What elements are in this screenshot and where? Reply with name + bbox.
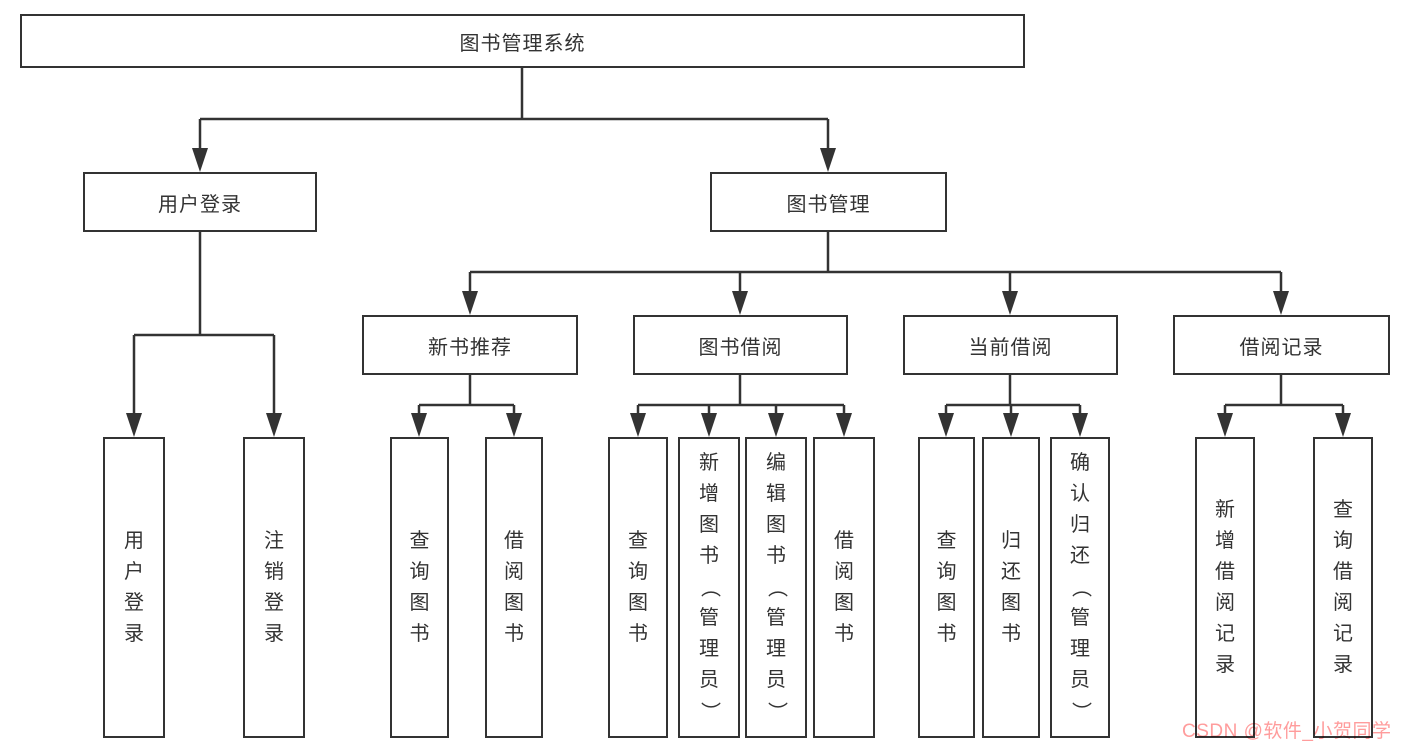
leaf-query-borrow-record-label: 查询借阅记录 (1333, 498, 1353, 676)
leaf-recommend-borrow-books-label: 借阅图书 (504, 529, 524, 645)
leaf-recommend-borrow-books: 借阅图书 (485, 437, 543, 738)
leaf-current-query-books: 查询图书 (918, 437, 975, 738)
node-current-borrowing-label: 当前借阅 (968, 336, 1053, 359)
leaf-user-login: 用户登录 (103, 437, 165, 738)
node-borrowing-records: 借阅记录 (1173, 315, 1390, 375)
leaf-recommend-query-books: 查询图书 (390, 437, 449, 738)
node-book-borrowing-label: 图书借阅 (698, 336, 783, 359)
leaf-recommend-query-books-label: 查询图书 (409, 529, 430, 645)
leaf-borrow-books: 借阅图书 (813, 437, 875, 738)
leaf-add-books-admin: 新增图书（管理员） (678, 437, 740, 738)
leaf-current-query-books-label: 查询图书 (936, 529, 957, 645)
leaf-edit-books-admin: 编辑图书（管理员） (745, 437, 807, 738)
leaf-query-borrow-record: 查询借阅记录 (1313, 437, 1373, 738)
leaf-borrowing-query-books-label: 查询图书 (628, 529, 648, 645)
leaf-logout: 注销登录 (243, 437, 305, 738)
leaf-edit-books-admin-label: 编辑图书（管理员） (765, 452, 788, 722)
node-book-management-branch: 图书管理 (710, 172, 947, 232)
node-root: 图书管理系统 (20, 14, 1025, 68)
leaf-add-books-admin-label: 新增图书（管理员） (698, 452, 721, 722)
watermark: CSDN @软件_小贺同学 (1182, 721, 1392, 742)
leaf-user-login-label: 用户登录 (124, 529, 144, 645)
leaf-add-borrow-record-label: 新增借阅记录 (1215, 498, 1235, 676)
leaf-return-books: 归还图书 (982, 437, 1040, 738)
node-book-management-branch-label: 图书管理 (786, 193, 871, 216)
node-root-label: 图书管理系统 (459, 32, 586, 55)
leaf-confirm-return-admin: 确认归还（管理员） (1050, 437, 1110, 738)
node-borrowing-records-label: 借阅记录 (1239, 336, 1324, 359)
leaf-logout-label: 注销登录 (264, 529, 284, 645)
node-new-book-recommend-label: 新书推荐 (428, 336, 512, 359)
node-user-login-branch-label: 用户登录 (158, 193, 242, 216)
leaf-add-borrow-record: 新增借阅记录 (1195, 437, 1255, 738)
node-book-borrowing: 图书借阅 (633, 315, 848, 375)
leaf-return-books-label: 归还图书 (1001, 529, 1021, 645)
leaf-borrowing-query-books: 查询图书 (608, 437, 668, 738)
node-current-borrowing: 当前借阅 (903, 315, 1118, 375)
leaf-confirm-return-admin-label: 确认归还（管理员） (1069, 452, 1092, 722)
node-new-book-recommend: 新书推荐 (362, 315, 578, 375)
leaf-borrow-books-label: 借阅图书 (834, 529, 854, 645)
node-user-login-branch: 用户登录 (83, 172, 317, 232)
